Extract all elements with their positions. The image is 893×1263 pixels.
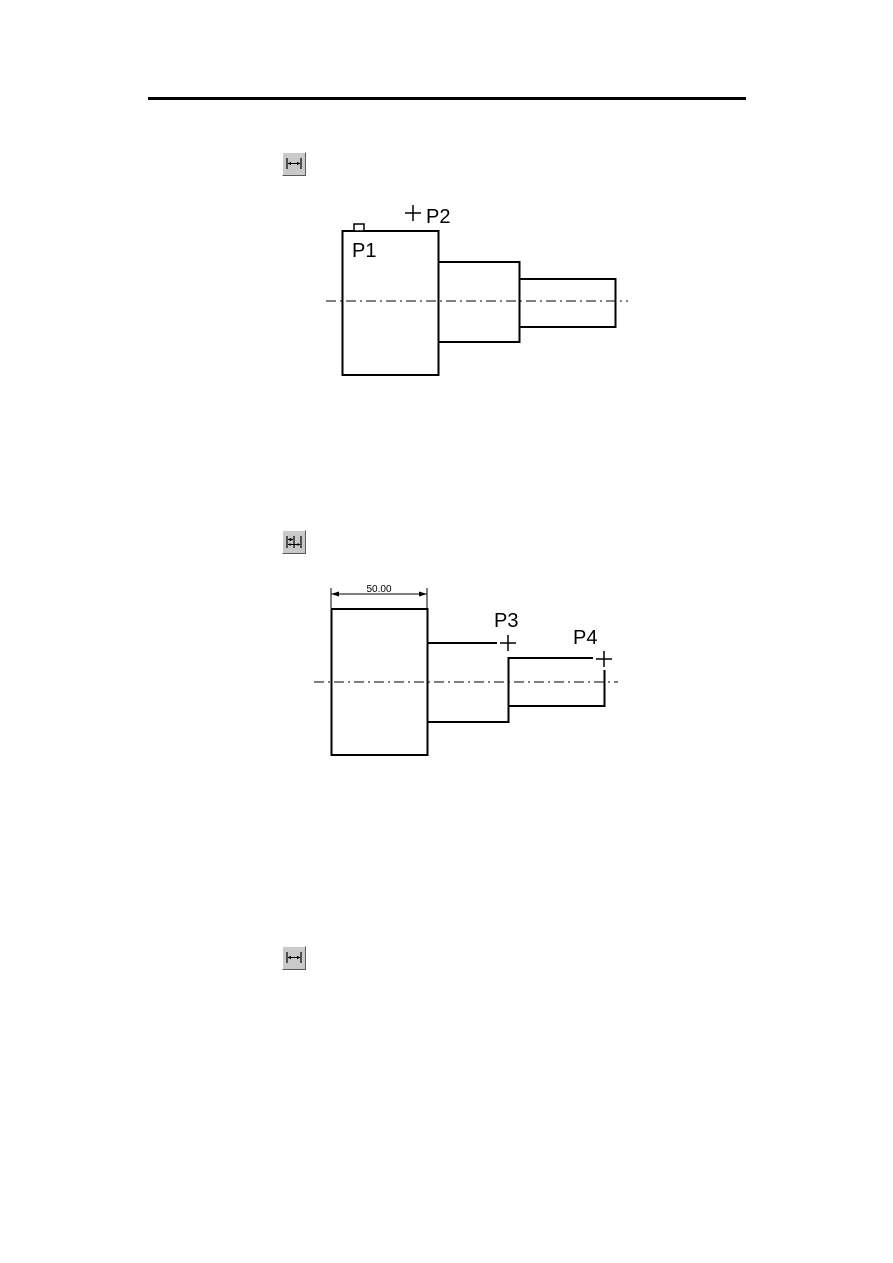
shaft-small-step	[518, 278, 617, 328]
point-label-p1: P1	[352, 240, 376, 262]
linear-dimension-icon	[286, 952, 302, 963]
linear-dimension-button-2[interactable]	[282, 946, 306, 970]
crosshair-icon	[596, 651, 612, 667]
continuous-dimension-icon	[286, 536, 302, 548]
header-rule	[148, 97, 746, 100]
shaft-large-step	[330, 608, 429, 756]
snap-marker-icon	[353, 223, 365, 232]
crosshair-icon	[405, 205, 421, 221]
dimension-50	[330, 588, 428, 608]
shaft-small-step	[509, 670, 606, 707]
continuous-dimension-button[interactable]	[282, 530, 306, 554]
point-label-p2: P2	[426, 206, 450, 228]
linear-dimension-button[interactable]	[282, 152, 306, 176]
point-label-p4: P4	[573, 627, 597, 649]
shaft-middle-step	[428, 657, 510, 723]
crosshair-icon	[500, 635, 516, 651]
linear-dimension-icon	[286, 158, 302, 169]
point-label-p3: P3	[494, 610, 518, 632]
dimension-value: 50.00	[366, 584, 391, 595]
